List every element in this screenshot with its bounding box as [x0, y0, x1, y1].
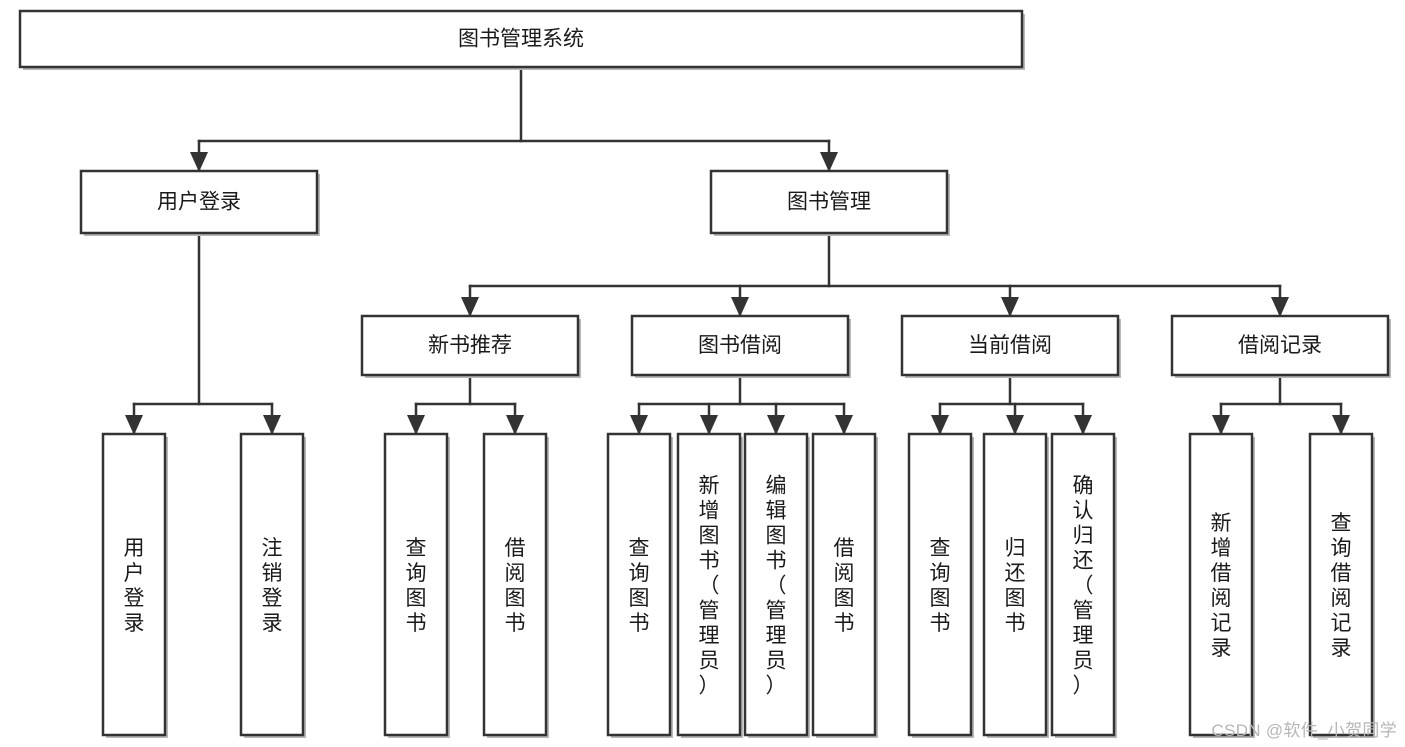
- node-n-new-book[interactable]: 新书推荐: [360, 314, 581, 378]
- node-n-borrow[interactable]: 图书借阅: [630, 314, 851, 378]
- node-rect[interactable]: [383, 432, 449, 737]
- node-label: 图书借阅: [698, 334, 782, 357]
- node-label: 图书管理系统: [458, 28, 584, 51]
- node-rect[interactable]: [1170, 314, 1390, 377]
- node-label: 图书管理: [787, 191, 871, 214]
- node-rect[interactable]: [101, 432, 167, 737]
- node-l-query-book-3[interactable]: 查询图书: [907, 432, 974, 738]
- connector-group: [931, 373, 1092, 435]
- node-label: 新增借阅记录: [1211, 512, 1232, 660]
- node-label: 确认归还（管理员）: [1073, 474, 1094, 697]
- node-label: 新增图书（管理员）: [699, 474, 720, 697]
- connector-group: [407, 373, 524, 435]
- node-label: 用户登录: [124, 537, 145, 635]
- connector-group: [190, 65, 838, 172]
- node-label: 查询图书: [406, 537, 427, 635]
- node-label: 归还图书: [1005, 537, 1026, 635]
- node-rect[interactable]: [606, 432, 672, 737]
- node-rect[interactable]: [79, 169, 319, 235]
- node-rect[interactable]: [1308, 432, 1374, 737]
- node-n-record[interactable]: 借阅记录: [1170, 314, 1391, 378]
- node-l-confirm-return[interactable]: 确认归还（管理员）: [1050, 432, 1117, 738]
- node-l-edit-book[interactable]: 编辑图书（管理员）: [743, 432, 810, 738]
- node-rect[interactable]: [18, 9, 1024, 69]
- node-l-add-record[interactable]: 新增借阅记录: [1188, 432, 1255, 738]
- node-l-borrow-book-2[interactable]: 借阅图书: [811, 432, 878, 738]
- node-l-logout[interactable]: 注销登录: [239, 432, 306, 738]
- node-label: 借阅图书: [834, 537, 855, 635]
- node-l-add-book[interactable]: 新增图书（管理员）: [676, 432, 743, 738]
- node-label: 编辑图书（管理员）: [766, 474, 787, 697]
- node-label: 查询图书: [629, 537, 650, 635]
- node-rect[interactable]: [360, 314, 580, 377]
- node-n-user-login[interactable]: 用户登录: [79, 169, 320, 236]
- node-label: 用户登录: [157, 191, 241, 214]
- node-rect[interactable]: [1050, 432, 1116, 737]
- connector-group: [630, 373, 853, 435]
- node-l-query-record[interactable]: 查询借阅记录: [1308, 432, 1375, 738]
- node-label: 当前借阅: [968, 334, 1052, 357]
- node-rect[interactable]: [239, 432, 305, 737]
- node-n-current[interactable]: 当前借阅: [900, 314, 1121, 378]
- node-rect[interactable]: [982, 432, 1048, 737]
- node-rect[interactable]: [743, 432, 809, 737]
- node-rect[interactable]: [811, 432, 877, 737]
- node-l-user-login[interactable]: 用户登录: [101, 432, 168, 738]
- node-l-query-book-1[interactable]: 查询图书: [383, 432, 450, 738]
- node-label: 借阅记录: [1238, 334, 1322, 357]
- node-n-book-mgmt[interactable]: 图书管理: [709, 169, 950, 236]
- node-l-query-book-2[interactable]: 查询图书: [606, 432, 673, 738]
- node-rect[interactable]: [1188, 432, 1254, 737]
- node-label: 新书推荐: [428, 334, 512, 357]
- connector-group: [461, 231, 1289, 317]
- node-rect[interactable]: [630, 314, 850, 377]
- node-root[interactable]: 图书管理系统: [18, 9, 1025, 70]
- node-label: 注销登录: [262, 537, 283, 635]
- node-rect[interactable]: [676, 432, 742, 737]
- connector-group: [1212, 373, 1350, 435]
- node-rect[interactable]: [482, 432, 548, 737]
- node-rect[interactable]: [907, 432, 973, 737]
- node-label: 借阅图书: [505, 537, 526, 635]
- node-l-borrow-book-1[interactable]: 借阅图书: [482, 432, 549, 738]
- node-label: 查询图书: [930, 537, 951, 635]
- edge-layer: [125, 65, 1350, 435]
- watermark-text: CSDN @软件_小贺同学: [1211, 721, 1397, 740]
- connector-group: [125, 231, 281, 435]
- node-layer: 图书管理系统用户登录图书管理新书推荐图书借阅当前借阅借阅记录用户登录注销登录查询…: [18, 9, 1391, 738]
- node-l-return-book[interactable]: 归还图书: [982, 432, 1049, 738]
- node-label: 查询借阅记录: [1331, 512, 1352, 660]
- node-rect[interactable]: [900, 314, 1120, 377]
- node-rect[interactable]: [709, 169, 949, 235]
